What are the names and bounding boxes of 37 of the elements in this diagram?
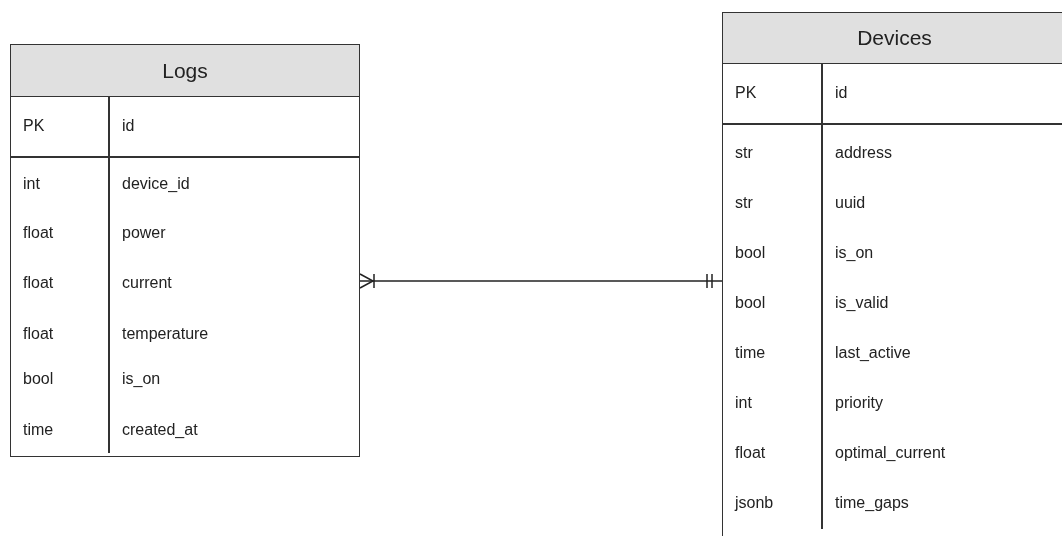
column-name: priority (835, 393, 883, 413)
column-type: str (735, 143, 753, 163)
column-name: id (122, 116, 135, 136)
column-type: float (23, 223, 54, 243)
column-name: created_at (122, 420, 198, 440)
column-name: device_id (122, 174, 190, 194)
column-type: bool (735, 243, 766, 263)
column-name: time_gaps (835, 493, 909, 513)
column-name: power (122, 223, 166, 243)
column-name: optimal_current (835, 443, 946, 463)
table-header: Logs (11, 45, 359, 97)
column-type: jsonb (735, 493, 774, 513)
column-type: PK (735, 83, 757, 103)
column-name: current (122, 273, 172, 293)
column-name: last_active (835, 343, 911, 363)
table-header: Devices (723, 13, 1062, 64)
column-type: float (23, 324, 54, 344)
column-type: int (735, 393, 752, 413)
column-type: time (735, 343, 766, 363)
column-type: bool (735, 293, 766, 313)
column-type: PK (23, 116, 45, 136)
column-type: bool (23, 369, 54, 389)
entity-table (722, 12, 1062, 536)
relationship-line (359, 273, 723, 289)
column-name: temperature (122, 324, 209, 344)
column-type: float (23, 273, 54, 293)
column-type: int (23, 174, 40, 194)
entity-table (10, 44, 360, 457)
column-name: is_valid (835, 293, 889, 313)
column-name: is_on (835, 243, 874, 263)
column-type: time (23, 420, 54, 440)
column-name: uuid (835, 193, 866, 213)
column-type: str (735, 193, 753, 213)
column-name: address (835, 143, 892, 163)
column-name: is_on (122, 369, 161, 389)
column-type: float (735, 443, 766, 463)
column-name: id (835, 83, 848, 103)
